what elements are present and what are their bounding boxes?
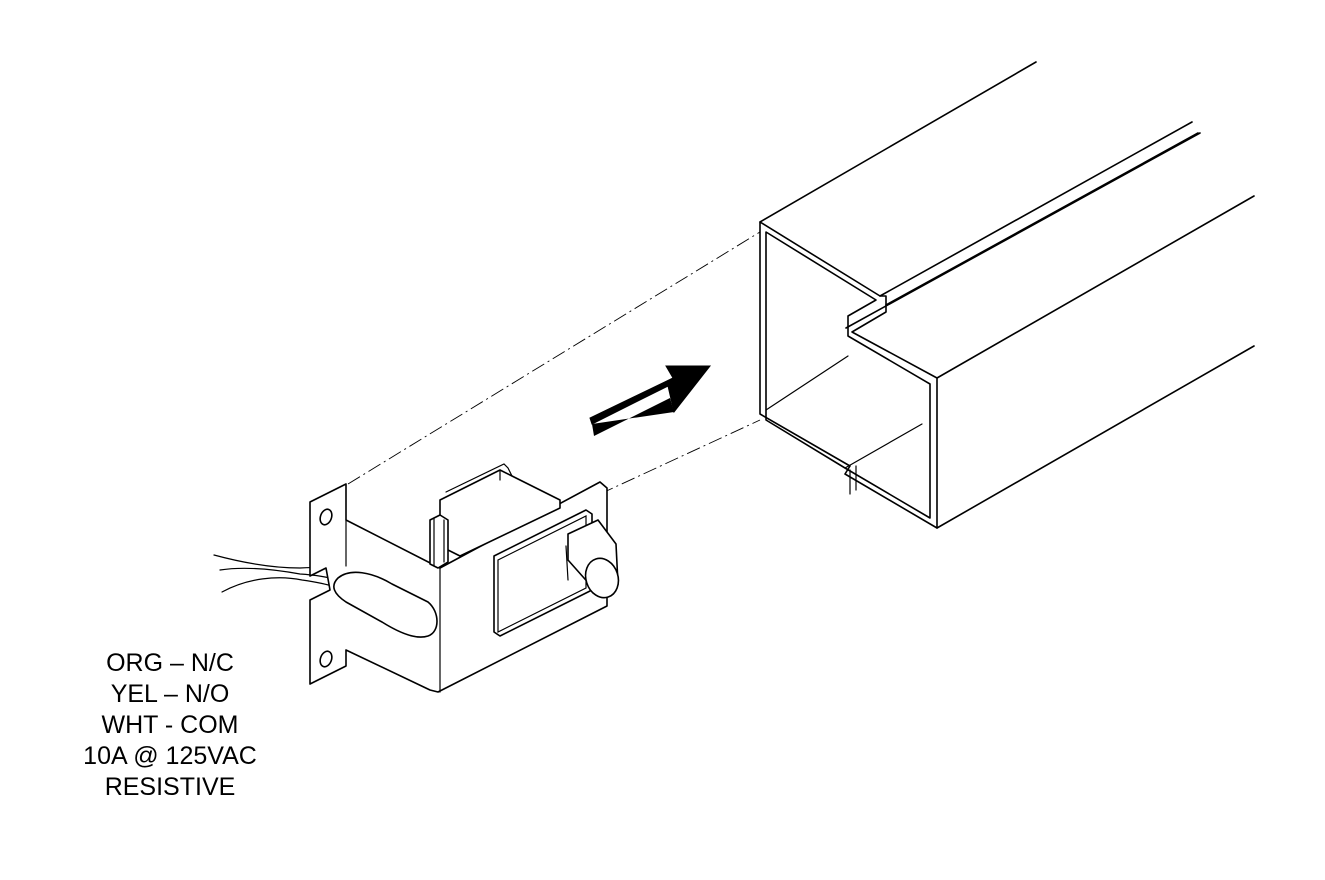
bracket-slot (333, 571, 438, 638)
load-type-label: RESISTIVE (104, 773, 236, 801)
wire-yellow-label: YEL – N/O (110, 680, 230, 708)
plunger (565, 519, 620, 599)
insertion-arrow (589, 365, 712, 436)
wire-white-label: WHT - COM (101, 711, 239, 739)
wiring-spec-label: ORG – N/C YEL – N/O WHT - COM 10A @ 125V… (20, 648, 320, 803)
mounting-hole-lower (319, 650, 333, 668)
channel-extrusion (759, 61, 1255, 529)
door-switch-assembly (213, 463, 620, 693)
switch-terminals (429, 514, 449, 569)
wire-orange-label: ORG – N/C (106, 649, 234, 677)
rating-label: 10A @ 125VAC (83, 742, 257, 770)
mounting-hole-upper (319, 508, 333, 526)
mounting-bracket (309, 481, 608, 693)
